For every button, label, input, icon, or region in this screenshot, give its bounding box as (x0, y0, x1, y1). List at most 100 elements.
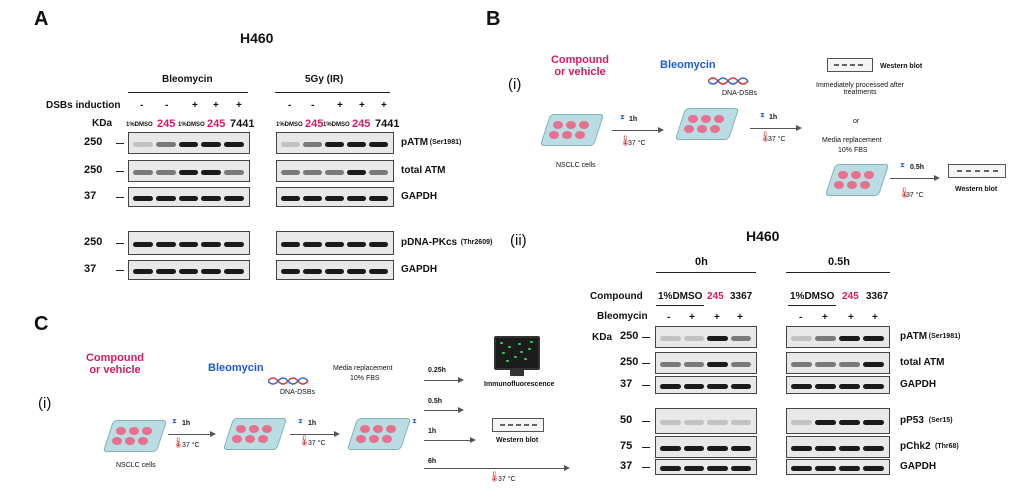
b-mw-label: 250 (620, 330, 639, 342)
monitor-stand (510, 370, 524, 376)
blot-b-05h (786, 352, 890, 374)
blot-band (863, 419, 884, 425)
blot-band (347, 241, 366, 247)
b-time-3: 0.5h (910, 164, 925, 171)
c-cells-label: NSCLC cells (116, 462, 156, 469)
blot-band (730, 465, 751, 471)
lane-label-ir: 1%DMSO (276, 122, 303, 128)
b-mw-label: 250 (620, 356, 639, 368)
blot-band (839, 361, 860, 367)
blot-band (707, 383, 728, 389)
b-protein-label: pATM (900, 331, 928, 342)
mw-tick (116, 197, 124, 198)
b-sign-05h: - (799, 312, 803, 323)
b-sign-05h: + (822, 312, 828, 323)
b-arrow-1 (612, 127, 664, 133)
b-protein-site: (Ser1981) (928, 333, 961, 340)
dsb-sign-bleo: - (140, 100, 144, 111)
blot-band (839, 335, 860, 341)
c-t1: 1h (428, 428, 437, 435)
c-fbs: 10% FBS (350, 375, 380, 382)
blot-a-bleo (128, 132, 250, 154)
blot-band (178, 169, 199, 175)
protein-label: GAPDH (401, 264, 438, 275)
c-wb-label: Western blot (496, 437, 539, 444)
blot-band (178, 141, 199, 147)
blot-band (155, 241, 176, 247)
panel-c-sub-i: (i) (38, 395, 52, 412)
blot-a-bleo (128, 160, 250, 182)
b-t05-line (786, 272, 890, 273)
blot-band (178, 268, 199, 274)
b-protein-site: (Ser15) (928, 417, 953, 424)
c-time-2: 1h (308, 420, 317, 427)
b-thermometer-3: 🌡 (898, 188, 911, 199)
blot-b-0h (655, 376, 757, 394)
dsb-sign-ir: - (311, 100, 315, 111)
blot-band (369, 169, 388, 175)
b-hourglass-3: ⧗ (900, 162, 905, 169)
blot-band (133, 141, 153, 147)
blot-band (325, 195, 344, 201)
b-wb-top-icon (827, 58, 873, 72)
b-lane-05h: 3367 (866, 291, 889, 302)
blot-band (178, 241, 199, 247)
blot-band (730, 335, 751, 341)
blot-band (863, 335, 884, 341)
blot-band (683, 419, 704, 425)
blot-band (224, 141, 244, 147)
blot-band (839, 465, 860, 471)
blot-b-05h (786, 459, 890, 475)
b-immediate: Immediately processed after treatments (816, 82, 904, 96)
blot-band (155, 169, 176, 175)
c-arrow-t05 (424, 407, 464, 413)
b-temp-1: 37 °C (628, 140, 646, 147)
panel-c-letter: C (34, 313, 49, 335)
b-mw-label: 37 (620, 378, 633, 390)
blot-band (155, 141, 176, 147)
mw-tick (116, 243, 124, 244)
dsb-sign-bleo: + (236, 100, 242, 111)
b-mw-tick (642, 385, 650, 386)
panel-b-sub-i: (i) (508, 76, 522, 93)
dsb-sign-bleo: + (192, 100, 198, 111)
b-dna-dsbs: DNA-DSBs (722, 90, 758, 97)
blot-band (369, 268, 388, 274)
blot-band (815, 445, 836, 451)
b-sign-0h: - (667, 312, 671, 323)
b-underline-05h (788, 305, 836, 306)
blot-band (325, 169, 344, 175)
c-hourglass-2: ⧗ (298, 418, 303, 425)
lane-label-bleo: 245 (207, 118, 226, 130)
blot-band (201, 241, 222, 247)
mw-tick (116, 143, 124, 144)
blot-b-0h (655, 326, 757, 348)
blot-band (303, 268, 322, 274)
blot-band (791, 465, 812, 471)
kda-label: KDa (92, 118, 113, 129)
blot-a-ir (276, 260, 394, 280)
b-temp-3: 37 °C (906, 192, 924, 199)
group-bleomycin-line (128, 92, 248, 93)
b-mw-label: 37 (620, 460, 633, 472)
lane-label-ir: 245 (305, 118, 324, 130)
blot-band (791, 445, 812, 451)
mw-label: 37 (84, 263, 97, 275)
lane-label-ir: 7441 (375, 118, 400, 130)
blot-a-ir (276, 231, 394, 255)
c-t6: 6h (428, 458, 437, 465)
b-t05-label: 0.5h (828, 256, 851, 268)
c-temp-3: 37 °C (498, 476, 516, 483)
protein-label: pATM (401, 137, 429, 148)
c-temp-2: 37 °C (308, 440, 326, 447)
b-protein-label: GAPDH (900, 461, 937, 472)
c-dna-dsbs: DNA-DSBs (280, 389, 316, 396)
blot-band (281, 141, 300, 147)
blot-b-05h (786, 436, 890, 458)
b-lane-05h: 1%DMSO (790, 291, 835, 302)
blot-band (347, 169, 366, 175)
blot-band (133, 195, 153, 201)
c-hourglass-1: ⧗ (172, 418, 177, 425)
c-dna-helix-icon (267, 374, 312, 392)
c-hourglass-3: ⧗ (412, 418, 417, 425)
